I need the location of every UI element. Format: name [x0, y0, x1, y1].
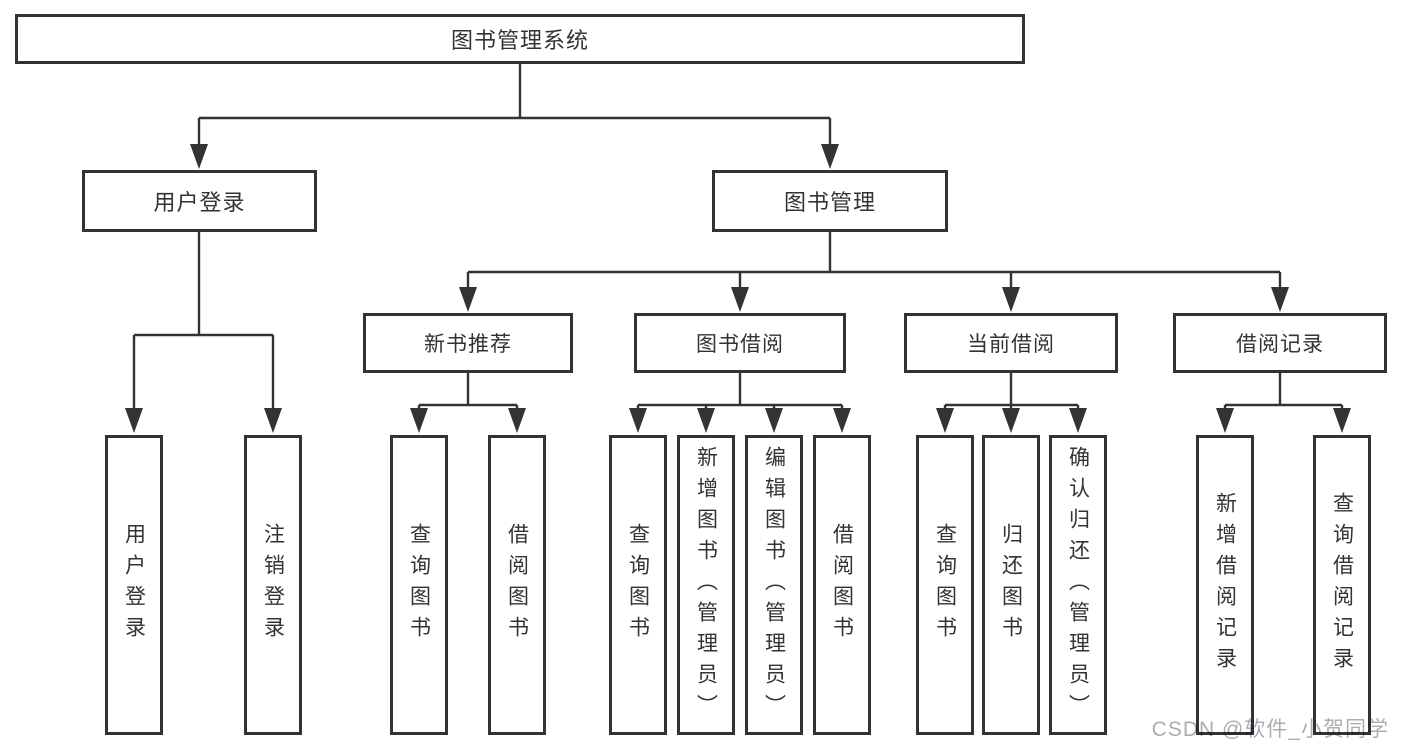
- node-label: 图书管理: [783, 190, 876, 215]
- arrowhead-icon: [936, 408, 954, 433]
- arrowhead-icon: [697, 408, 715, 433]
- leaf-query-books-recommend: 查询图书: [390, 435, 448, 735]
- leaf-query-books-current: 查询图书: [916, 435, 974, 735]
- arrowhead-icon: [410, 408, 428, 433]
- arrowhead-icon: [1002, 287, 1020, 312]
- node-label: 查询图书: [933, 523, 957, 647]
- leaf-edit-books-admin: 编辑图书（管理员）: [745, 435, 803, 735]
- node-book-management: 图书管理: [712, 170, 948, 232]
- node-label: 查询图书: [626, 523, 650, 647]
- leaf-logout: 注销登录: [244, 435, 302, 735]
- csdn-watermark: CSDN @软件_小贺同学: [1151, 718, 1389, 741]
- arrowhead-icon: [833, 408, 851, 433]
- connector-root-to-level2: [190, 64, 839, 169]
- arrowhead-icon: [1216, 408, 1234, 433]
- leaf-query-books-borrowing: 查询图书: [609, 435, 667, 735]
- leaf-confirm-return-admin: 确认归还（管理员）: [1049, 435, 1107, 735]
- node-new-book-recommendation: 新书推荐: [363, 313, 573, 373]
- node-label: 借阅图书: [830, 523, 854, 647]
- leaf-user-login: 用户登录: [105, 435, 163, 735]
- arrowhead-icon: [765, 408, 783, 433]
- node-label: 注销登录: [261, 523, 285, 647]
- connector-user-login-to-leaves: [125, 232, 282, 433]
- arrowhead-icon: [264, 408, 282, 433]
- node-current-borrowing: 当前借阅: [904, 313, 1118, 373]
- node-label: 当前借阅: [967, 333, 1055, 356]
- node-label: 用户登录: [153, 190, 246, 215]
- arrowhead-icon: [125, 408, 143, 433]
- arrowhead-icon: [629, 408, 647, 433]
- node-user-login: 用户登录: [82, 170, 317, 232]
- arrowhead-icon: [508, 408, 526, 433]
- node-label: 图书借阅: [696, 333, 784, 356]
- leaf-borrow-books-borrowing: 借阅图书: [813, 435, 871, 735]
- leaf-query-borrowing-record: 查询借阅记录: [1313, 435, 1371, 735]
- node-label: 确认归还（管理员）: [1066, 445, 1090, 725]
- arrowhead-icon: [731, 287, 749, 312]
- node-label: 图书管理系统: [450, 28, 589, 53]
- node-label: 借阅记录: [1236, 333, 1324, 356]
- connector-borrowing-records-to-leaves: [1216, 373, 1351, 433]
- node-book-borrowing: 图书借阅: [634, 313, 846, 373]
- arrowhead-icon: [1333, 408, 1351, 433]
- node-label: 新增图书（管理员）: [694, 445, 718, 725]
- connector-book-management-to-level3: [459, 232, 1289, 312]
- node-label: 查询借阅记录: [1330, 492, 1354, 678]
- connector-book-borrowing-to-leaves: [629, 373, 851, 433]
- arrowhead-icon: [459, 287, 477, 312]
- node-borrowing-records: 借阅记录: [1173, 313, 1387, 373]
- node-book-management-system: 图书管理系统: [15, 14, 1025, 64]
- node-label: 新增借阅记录: [1213, 492, 1237, 678]
- node-label: 用户登录: [122, 523, 146, 647]
- arrowhead-icon: [190, 144, 208, 169]
- leaf-add-books-admin: 新增图书（管理员）: [677, 435, 735, 735]
- arrowhead-icon: [1271, 287, 1289, 312]
- leaf-return-books: 归还图书: [982, 435, 1040, 735]
- connector-current-borrowing-to-leaves: [936, 373, 1087, 433]
- connector-new-book-recommendation-to-leaves: [410, 373, 526, 433]
- node-label: 归还图书: [999, 523, 1023, 647]
- leaf-borrow-books-recommend: 借阅图书: [488, 435, 546, 735]
- leaf-add-borrowing-record: 新增借阅记录: [1196, 435, 1254, 735]
- arrowhead-icon: [1002, 408, 1020, 433]
- node-label: 新书推荐: [424, 333, 512, 356]
- node-label: 编辑图书（管理员）: [762, 445, 786, 725]
- arrowhead-icon: [1069, 408, 1087, 433]
- node-label: 借阅图书: [505, 523, 529, 647]
- arrowhead-icon: [821, 144, 839, 169]
- node-label: 查询图书: [407, 523, 431, 647]
